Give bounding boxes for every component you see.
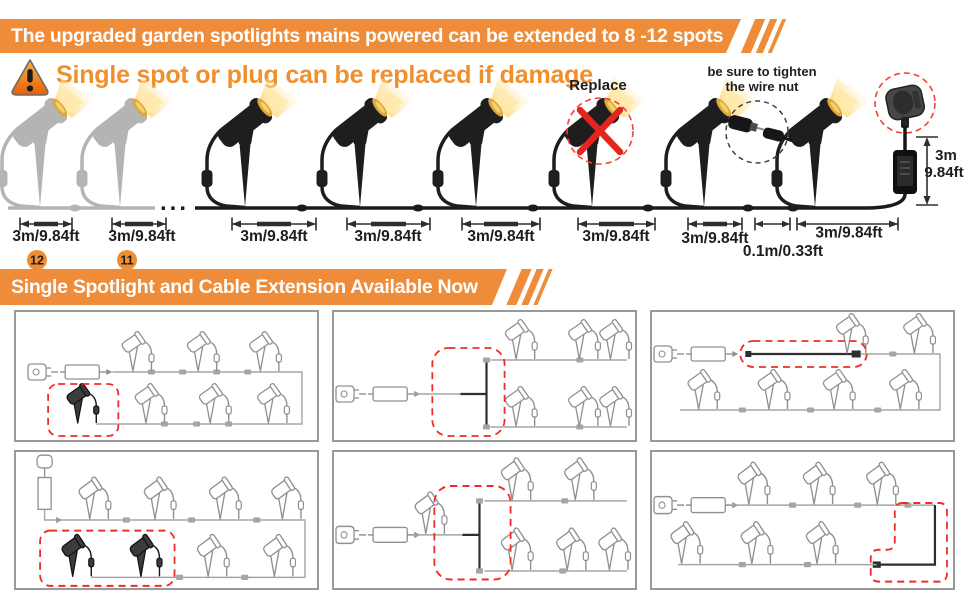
plug-cable-length-line2: 9.84ft (924, 164, 963, 181)
headline-banner: The upgraded garden spotlights mains pow… (0, 19, 741, 53)
spot-count-badge-12: 12 (27, 250, 47, 270)
spot-count-badge-11: 11 (117, 250, 137, 270)
replace-label: Replace (569, 77, 627, 94)
segment-label: 3m/9.84ft (12, 228, 79, 245)
panel-two-single-spots (14, 450, 319, 590)
plug-cable-length-line1: 3m (935, 147, 957, 164)
highlighted-extension-cable (876, 505, 937, 566)
highlight-outline (433, 485, 512, 581)
wire-nut-note-line1: be sure to tighten (707, 64, 816, 79)
svg-text:12: 12 (30, 254, 44, 268)
highlighted-single-spotlight (64, 382, 100, 424)
spotlight-6 (430, 76, 532, 210)
replace-cross-icon (566, 97, 634, 165)
svg-text:11: 11 (120, 254, 133, 268)
segment-label: 3m/9.84ft (681, 230, 748, 247)
power-adapter-icon (893, 150, 917, 194)
highlight-outline (47, 383, 120, 437)
availability-banner: Single Spotlight and Cable Extension Ava… (0, 269, 507, 305)
highlight-outline (739, 340, 868, 368)
segment-label: 3m/9.84ft (467, 228, 534, 245)
short-segment-label: 0.1m/0.33ft (743, 243, 823, 260)
spotlight-8 (199, 76, 301, 210)
banner-stripes-icon (740, 19, 787, 53)
panel-corner-extension (650, 450, 955, 590)
availability-text: Single Spotlight and Cable Extension Ava… (11, 275, 478, 298)
panel-y-splitter-mid (332, 450, 637, 590)
end-segment-label: 3m/9.84ft (815, 225, 882, 242)
panel-cable-extension (650, 310, 955, 442)
spotlight-3 (658, 76, 760, 210)
headline-text: The upgraded garden spotlights mains pow… (11, 24, 724, 47)
segment-label: 3m/9.84ft (582, 228, 649, 245)
cable-connectors (69, 204, 799, 212)
panel-single-spot-end (14, 310, 319, 442)
highlight-outline (431, 347, 506, 437)
panel-y-splitter (332, 310, 637, 442)
highlight-outline (869, 502, 948, 583)
segment-label: 3m/9.84ft (240, 228, 307, 245)
highlighted-single-spotlight (59, 532, 95, 578)
plug-cable-measure-arrow (916, 136, 938, 206)
spotlight-7 (314, 76, 416, 210)
cable-black-segment (195, 191, 907, 210)
continuation-ellipsis: ... (160, 189, 189, 216)
highlighted-single-spotlight (127, 532, 163, 578)
wire-nut-detail-icon (719, 100, 793, 164)
highlight-outline (39, 529, 176, 587)
spotlight-12 (0, 76, 96, 210)
warning-triangle-icon (11, 59, 49, 96)
wire-nut-note-line2: the wire nut (726, 79, 800, 94)
segment-label: 3m/9.84ft (108, 228, 175, 245)
power-plug-icon (874, 72, 936, 151)
spotlight-chain-diagram: ... Replace be sure to tighten the wire … (0, 64, 964, 270)
banner-stripes-icon (506, 269, 553, 305)
measure-arrows (19, 217, 899, 231)
segment-label: 3m/9.84ft (354, 228, 421, 245)
